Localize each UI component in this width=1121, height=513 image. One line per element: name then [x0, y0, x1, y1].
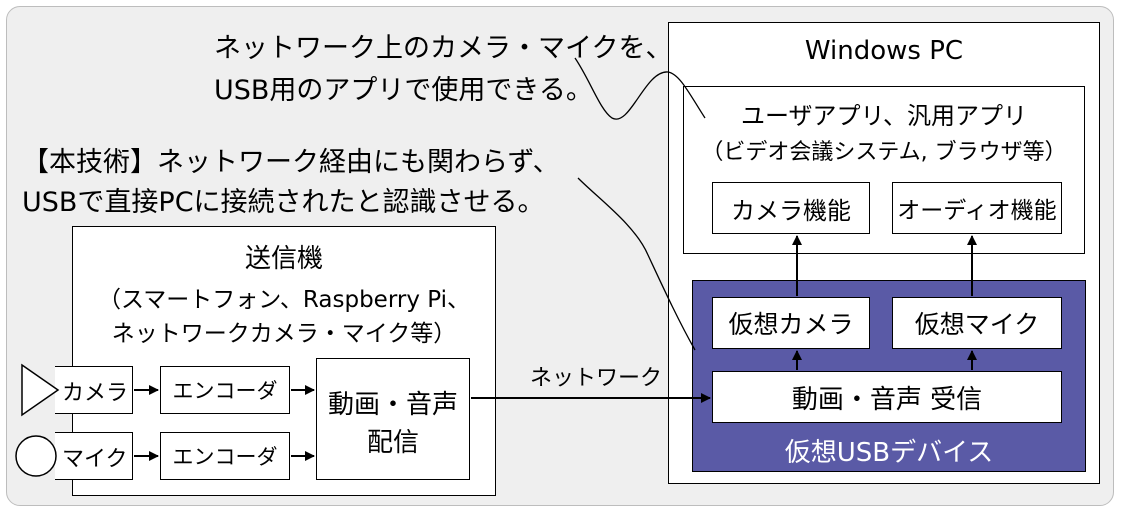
- virtual-camera-box: 仮想カメラ: [712, 297, 870, 349]
- mic-box: [55, 432, 133, 480]
- camera-label: カメラ: [62, 381, 129, 406]
- stream-box: [316, 358, 470, 480]
- tech-annotation-line1: 【本技術】ネットワーク経由にも関わらず、: [22, 147, 560, 178]
- camera-function-box: カメラ機能: [712, 182, 870, 234]
- tech-annotation-line2: USBで直接PCに接続されたと認識させる。: [22, 187, 545, 218]
- camera-icon: [21, 363, 60, 417]
- encoder-mic-box: エンコーダ: [160, 432, 290, 480]
- windows-pc-title: Windows PC: [804, 36, 964, 66]
- tech-annotation-callout: [577, 177, 696, 351]
- top-annotation-line1: ネットワーク上のカメラ・マイクを、: [214, 33, 673, 64]
- sender-subtitle1: （スマートフォン、Raspberry Pi、: [97, 287, 471, 313]
- receive-box: 動画・音声 受信: [712, 371, 1062, 423]
- encoder-camera-box: エンコーダ: [160, 366, 290, 414]
- user-apps-title: ユーザアプリ、汎用アプリ: [740, 102, 1028, 130]
- virtual-mic-box: 仮想マイク: [892, 297, 1062, 349]
- audio-function-box: オーディオ機能: [892, 182, 1062, 234]
- virtual-usb-label: 仮想USBデバイス: [784, 438, 994, 468]
- network-label: ネットワーク: [530, 366, 663, 391]
- camera-box: [55, 366, 133, 414]
- mic-label: マイク: [62, 447, 128, 472]
- mic-icon: [15, 435, 57, 477]
- stream-line1: 動画・音声: [327, 390, 458, 420]
- sender-subtitle2: ネットワークカメラ・マイク等）: [111, 321, 457, 347]
- top-annotation-line2: USB用のアプリで使用できる。: [214, 75, 593, 106]
- top-annotation-callout: [574, 57, 706, 120]
- sender-title: 送信機: [244, 244, 323, 274]
- user-apps-subtitle: （ビデオ会議システム, ブラウザ等）: [701, 140, 1067, 165]
- stream-line2: 配信: [366, 428, 419, 458]
